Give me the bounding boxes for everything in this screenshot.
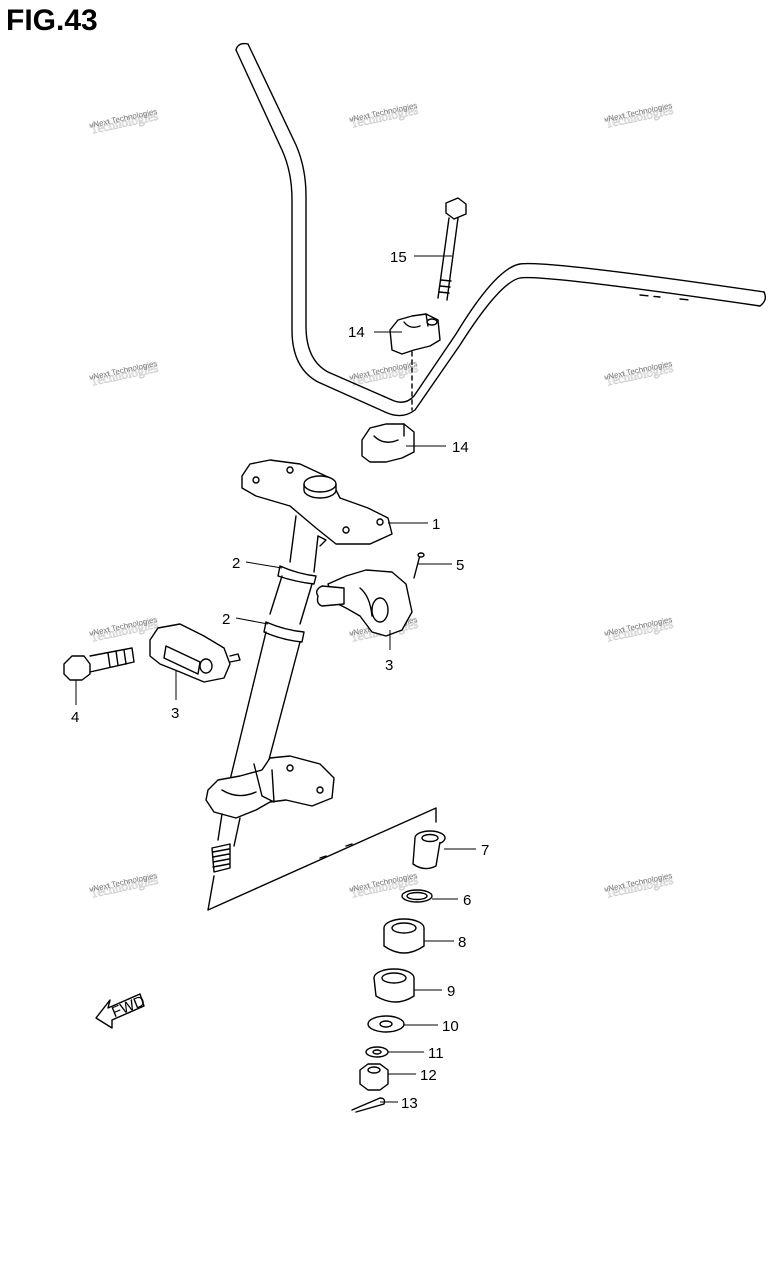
part-12-nut [359,1063,389,1091]
part-4-bolt [63,647,135,681]
part-15-bolt [437,197,467,301]
handlebar [235,42,767,417]
callout-11: 11 [428,1045,444,1062]
part-3-holder-left [149,623,241,683]
part-14-upper-holder [389,313,441,355]
callouts: 15 14 14 1 2 2 5 3 3 4 7 6 8 9 10 11 12 … [71,249,489,1112]
part-8-seal [383,918,425,954]
part-5-pin [413,552,425,579]
callout-8: 8 [458,934,466,951]
callout-7: 7 [481,842,489,859]
callout-1: 1 [432,516,440,533]
part-14-lower-holder [361,423,415,463]
callout-10: 10 [442,1018,459,1035]
callout-14-lower: 14 [452,439,469,456]
part-13-cotter-pin [351,1097,386,1113]
watermarks: Technologies vNext Technologies Technolo… [88,101,674,901]
callout-12: 12 [420,1067,437,1084]
callout-5: 5 [456,557,464,574]
callout-3-left: 3 [171,705,179,722]
part-1-steering-shaft [205,459,393,873]
callout-4: 4 [71,709,79,726]
part-7-bushing [412,830,446,870]
callout-9: 9 [447,983,455,1000]
callout-14-upper: 14 [348,324,365,341]
part-9-seal [373,968,415,1003]
callout-2-upper: 2 [232,555,240,572]
callout-13: 13 [401,1095,418,1112]
leader-lines [75,255,476,1103]
callout-2-lower: 2 [222,611,230,628]
callout-3-right: 3 [385,657,393,674]
fwd-label: FWD [109,993,147,1022]
part-3-holder-right [315,569,413,637]
callout-6: 6 [463,892,471,909]
fwd-arrow: FWD [95,993,148,1029]
figure-title: FIG.43 [6,4,98,37]
callout-15: 15 [390,249,407,266]
